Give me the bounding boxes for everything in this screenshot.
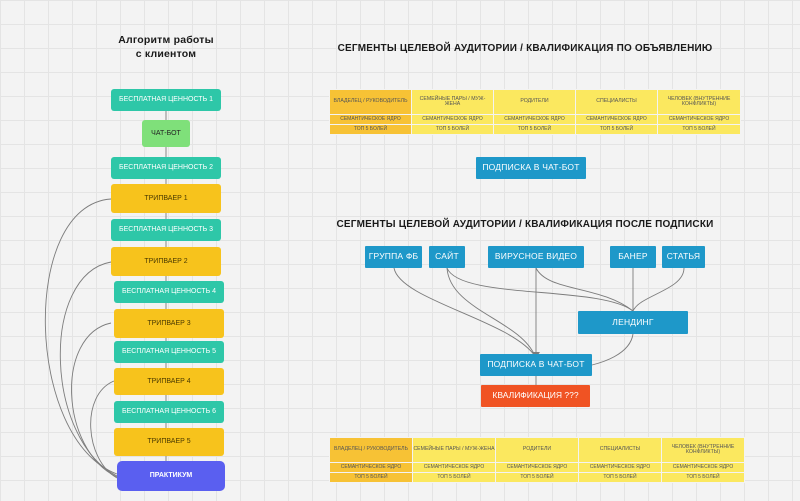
algorithm-title-line2: с клиентом	[135, 48, 197, 61]
segments-sub-title: СЕГМЕНТЫ ЦЕЛЕВОЙ АУДИТОРИИ / КВАЛИФИКАЦИ…	[336, 219, 714, 230]
cell-couples: СЕМЕЙНЫЕ ПАРЫ / МУЖ-ЖЕНА	[412, 437, 496, 463]
segments-ad-table: ВЛАДЕЛЕЦ / РУКОВОДИТЕЛЬ СЕМЕЙНЫЕ ПАРЫ / …	[329, 89, 741, 135]
segments-sub-semantic-row: СЕМАНТИЧЕСКОЕ ЯДРО СЕМАНТИЧЕСКОЕ ЯДРО СЕ…	[329, 462, 745, 473]
step-tripwire-1[interactable]: ТРИПВАЕР 1	[111, 184, 221, 213]
segments-sub-header-row: ВЛАДЕЛЕЦ / РУКОВОДИТЕЛЬ СЕМЕЙНЫЕ ПАРЫ / …	[329, 437, 745, 463]
step-tripwire-2[interactable]: ТРИПВАЕР 2	[111, 247, 221, 276]
link-viral-landing	[535, 267, 634, 312]
cell-specialists: СПЕЦИАЛИСТЫ	[575, 89, 658, 115]
source-site[interactable]: САЙТ	[429, 246, 465, 268]
landing-node[interactable]: ЛЕНДИНГ	[578, 311, 688, 334]
step-tripwire-3[interactable]: ТРИПВАЕР 3	[114, 309, 224, 338]
step-free-value-2[interactable]: БЕСПЛАТНАЯ ЦЕННОСТЬ 2	[111, 157, 221, 179]
cell-semantic: СЕМАНТИЧЕСКОЕ ЯДРО	[661, 462, 745, 473]
cell-specialists: СПЕЦИАЛИСТЫ	[578, 437, 662, 463]
cell-parents: РОДИТЕЛИ	[493, 89, 576, 115]
step-tripwire-5[interactable]: ТРИПВАЕР 5	[114, 428, 224, 456]
subscribe-chatbot-ad[interactable]: ПОДПИСКА В ЧАТ-БОТ	[476, 157, 586, 179]
cell-semantic: СЕМАНТИЧЕСКОЕ ЯДРО	[493, 114, 576, 125]
cell-top5: ТОП 5 БОЛЕЙ	[329, 472, 413, 483]
subscribe-chatbot-sub[interactable]: ПОДПИСКА В ЧАТ-БОТ	[480, 354, 592, 376]
step-free-value-4[interactable]: БЕСПЛАТНАЯ ЦЕННОСТЬ 4	[114, 281, 224, 303]
step-practicum[interactable]: ПРАКТИКУМ	[117, 461, 225, 491]
curve-tripwire-3	[71, 322, 118, 478]
cell-top5: ТОП 5 БОЛЕЙ	[661, 472, 745, 483]
segments-sub-table: ВЛАДЕЛЕЦ / РУКОВОДИТЕЛЬ СЕМЕЙНЫЕ ПАРЫ / …	[329, 437, 745, 483]
cell-couples: СЕМЕЙНЫЕ ПАРЫ / МУЖ-ЖЕНА	[411, 89, 494, 115]
segments-ad-semantic-row: СЕМАНТИЧЕСКОЕ ЯДРО СЕМАНТИЧЕСКОЕ ЯДРО СЕ…	[329, 114, 741, 125]
source-group-fb[interactable]: ГРУППА ФБ	[365, 246, 422, 268]
cell-top5: ТОП 5 БОЛЕЙ	[495, 472, 579, 483]
curve-tripwire-2	[59, 261, 118, 477]
cell-person: ЧЕЛОВЕК (ВНУТРЕННИЕ КОНФЛИКТЫ)	[657, 89, 741, 115]
cell-top5: ТОП 5 БОЛЕЙ	[657, 124, 741, 135]
step-free-value-5[interactable]: БЕСПЛАТНАЯ ЦЕННОСТЬ 5	[114, 341, 224, 363]
segments-sub-pains-row: ТОП 5 БОЛЕЙ ТОП 5 БОЛЕЙ ТОП 5 БОЛЕЙ ТОП …	[329, 472, 745, 483]
cell-owner: ВЛАДЕЛЕЦ / РУКОВОДИТЕЛЬ	[329, 437, 413, 463]
segments-ad-title: СЕГМЕНТЫ ЦЕЛЕВОЙ АУДИТОРИИ / КВАЛИФИКАЦИ…	[337, 43, 713, 54]
cell-top5: ТОП 5 БОЛЕЙ	[575, 124, 658, 135]
segments-ad-pains-row: ТОП 5 БОЛЕЙ ТОП 5 БОЛЕЙ ТОП 5 БОЛЕЙ ТОП …	[329, 124, 741, 135]
cell-semantic: СЕМАНТИЧЕСКОЕ ЯДРО	[495, 462, 579, 473]
source-viral-video[interactable]: ВИРУСНОЕ ВИДЕО	[488, 246, 584, 268]
cell-semantic: СЕМАНТИЧЕСКОЕ ЯДРО	[657, 114, 741, 125]
step-free-value-3[interactable]: БЕСПЛАТНАЯ ЦЕННОСТЬ 3	[111, 219, 221, 241]
cell-top5: ТОП 5 БОЛЕЙ	[412, 472, 496, 483]
step-chat-bot[interactable]: ЧАТ-БОТ	[142, 120, 190, 147]
link-site-sub	[446, 267, 536, 357]
step-tripwire-4[interactable]: ТРИПВАЕР 4	[114, 368, 224, 395]
curve-tripwire-1	[44, 198, 118, 475]
curve-tripwire-4	[90, 380, 118, 479]
cell-top5: ТОП 5 БОЛЕЙ	[329, 124, 412, 135]
cell-semantic: СЕМАНТИЧЕСКОЕ ЯДРО	[411, 114, 494, 125]
cell-owner: ВЛАДЕЛЕЦ / РУКОВОДИТЕЛЬ	[329, 89, 412, 115]
cell-top5: ТОП 5 БОЛЕЙ	[578, 472, 662, 483]
cell-semantic: СЕМАНТИЧЕСКОЕ ЯДРО	[329, 462, 413, 473]
link-fb-sub	[393, 267, 536, 357]
cell-semantic: СЕМАНТИЧЕСКОЕ ЯДРО	[575, 114, 658, 125]
algorithm-title: Алгоритм работы с клиентом	[96, 33, 236, 61]
link-article-landing	[632, 267, 685, 312]
cell-semantic: СЕМАНТИЧЕСКОЕ ЯДРО	[329, 114, 412, 125]
cell-parents: РОДИТЕЛИ	[495, 437, 579, 463]
source-banner[interactable]: БАНЕР	[610, 246, 656, 268]
segments-ad-header-row: ВЛАДЕЛЕЦ / РУКОВОДИТЕЛЬ СЕМЕЙНЫЕ ПАРЫ / …	[329, 89, 741, 115]
step-free-value-6[interactable]: БЕСПЛАТНАЯ ЦЕННОСТЬ 6	[114, 401, 224, 423]
algorithm-title-line1: Алгоритм работы	[118, 34, 214, 46]
source-article[interactable]: СТАТЬЯ	[662, 246, 705, 268]
qualification-node[interactable]: КВАЛИФИКАЦИЯ ???	[481, 385, 590, 407]
cell-semantic: СЕМАНТИЧЕСКОЕ ЯДРО	[578, 462, 662, 473]
step-free-value-1[interactable]: БЕСПЛАТНАЯ ЦЕННОСТЬ 1	[111, 89, 221, 111]
cell-top5: ТОП 5 БОЛЕЙ	[493, 124, 576, 135]
cell-person: ЧЕЛОВЕК (ВНУТРЕННИЕ КОНФЛИКТЫ)	[661, 437, 745, 463]
link-landing-sub	[591, 333, 634, 366]
cell-top5: ТОП 5 БОЛЕЙ	[411, 124, 494, 135]
cell-semantic: СЕМАНТИЧЕСКОЕ ЯДРО	[412, 462, 496, 473]
link-site-landing	[446, 267, 634, 312]
